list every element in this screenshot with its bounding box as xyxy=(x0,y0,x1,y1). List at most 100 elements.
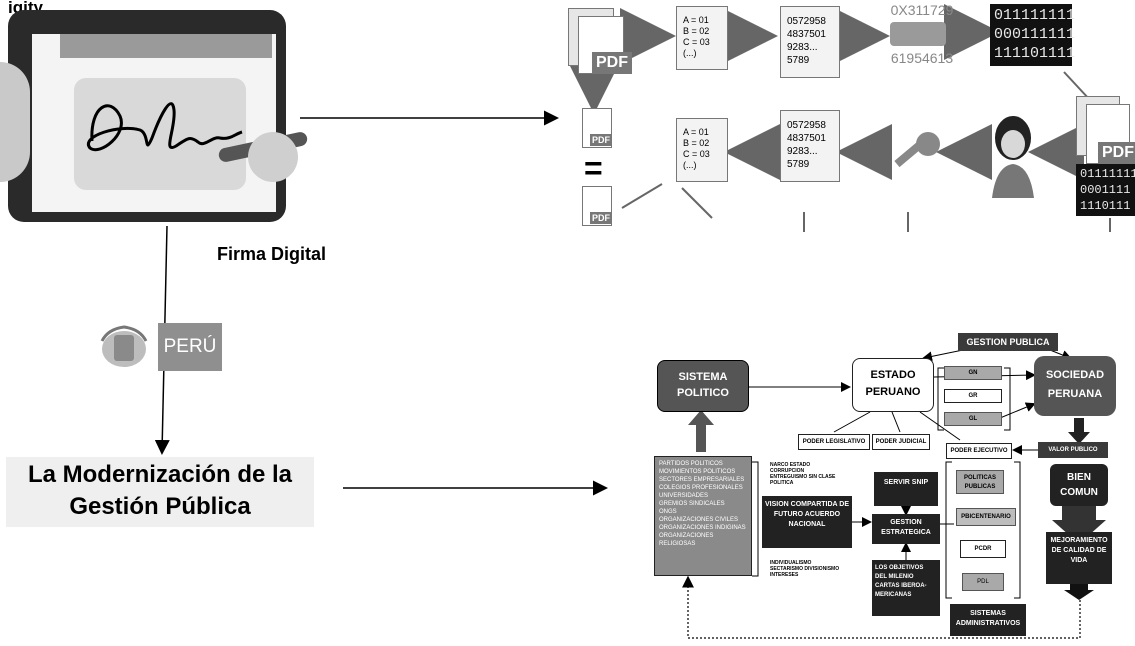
peru-logo-text: PERÚ xyxy=(158,323,222,371)
g-line-ep-pl xyxy=(833,411,871,433)
modernizacion-title: La Modernización de la Gestión Pública xyxy=(6,457,314,527)
narco-estado-text: NARCO ESTADO CORRUPCION ENTREGUISMO SIN … xyxy=(770,462,836,486)
key-icon xyxy=(894,132,940,168)
g-line-gp-ep xyxy=(922,349,964,362)
code-line: C = 03 xyxy=(683,149,710,159)
binary-line: 011111111 xyxy=(994,7,1076,24)
gestion-publica-box: GESTION PUBLICA xyxy=(958,333,1058,351)
vision-compartida-box: VISION COMPARTIDA DE FUTURO ACUERDO NACI… xyxy=(762,496,852,548)
modernizacion-title-line1: La Modernización de la xyxy=(27,461,293,488)
poder-ejecutivo-box: PODER EJECUTIVO xyxy=(946,443,1012,459)
pdf-document-icon-right: PDF xyxy=(1076,96,1135,166)
hash-line: 9283... xyxy=(787,42,818,53)
encoding-table-doc-verify: A = 01 B = 02 C = 03 (...) xyxy=(676,118,728,182)
hash-line: 5789 xyxy=(787,55,810,66)
actor-item: ORGANIZACIONES INDIGINAS xyxy=(659,525,746,531)
modernizacion-title-line2: Gestión Pública xyxy=(69,493,251,520)
pdf-tag: PDF xyxy=(1098,142,1135,164)
gr-box: GR xyxy=(944,389,1002,403)
g-bracket-plans xyxy=(945,461,952,599)
binary-line: 1110111 xyxy=(1080,199,1131,213)
code-line: A = 01 xyxy=(683,127,709,137)
pdf-small-icon-top: PDF xyxy=(578,108,616,154)
hex-value-top: 0X311729 xyxy=(890,2,954,18)
poder-judicial-box: PODER JUDICIAL xyxy=(872,434,930,450)
user-person-icon xyxy=(992,116,1034,198)
hash-doc-verify: 0572958 4837501 9283... 5789 xyxy=(780,110,840,182)
code-line: (...) xyxy=(683,160,697,170)
binary-block-top: 011111111 000111111 111101111 xyxy=(990,4,1076,66)
binary-line: 0001111 xyxy=(1080,183,1131,197)
sistemas-administrativos-box: SISTEMAS ADMINISTRATIVOS xyxy=(950,604,1026,636)
actor-item: ORGANIZACIONES RELIGIOSAS xyxy=(659,533,714,547)
code-line: A = 01 xyxy=(683,15,709,25)
hash-line: 0572958 xyxy=(787,120,826,131)
code-line: (...) xyxy=(683,48,697,58)
flow-tick-1 xyxy=(621,183,663,209)
mejoramiento-box: MEJORAMIENTO DE CALIDAD DE VIDA xyxy=(1046,532,1112,584)
hash-function-icon xyxy=(890,22,946,46)
servir-snip-box: SERVIR SNIP xyxy=(874,472,938,506)
tablet-header-bar xyxy=(60,34,272,58)
signature-stroke-icon xyxy=(86,102,243,152)
pdf-document-icon: PDF xyxy=(568,8,632,84)
estado-peruano-box: ESTADO PERUANO xyxy=(852,358,934,412)
actor-item: PARTIDOS POLITICOS xyxy=(659,461,723,467)
hex-value-bottom: 61954613 xyxy=(890,50,954,66)
left-hand-image xyxy=(0,62,30,182)
bien-comun-box: BIEN COMUN xyxy=(1050,464,1108,506)
gl-box: GL xyxy=(944,412,1002,426)
pcdr-box: PCDR xyxy=(960,540,1006,558)
actor-item: MOVIMIENTOS POLITICOS xyxy=(659,469,736,475)
actor-item: ORGANIZACIONES CIVILES xyxy=(659,517,739,523)
gestion-estrategica-box: GESTION ESTRATEGICA xyxy=(872,514,940,544)
g-arrow-mejor-down xyxy=(1064,584,1094,600)
g-arrow-sp-down xyxy=(1068,418,1090,444)
actors-list-box: PARTIDOS POLITICOS MOVIMIENTOS POLITICOS… xyxy=(654,456,752,576)
sistema-politico-box: SISTEMA POLITICO xyxy=(657,360,749,412)
pdf-tag: PDF xyxy=(590,134,612,146)
code-line: B = 02 xyxy=(683,26,710,36)
hash-line: 4837501 xyxy=(787,29,826,40)
actor-item: UNIVERSIDADES xyxy=(659,493,709,499)
g-line-gl-sp xyxy=(999,402,1036,419)
equals-sign: = xyxy=(584,150,603,186)
binary-line: 000111111 xyxy=(994,26,1076,43)
flow-tick-2 xyxy=(681,187,713,219)
code-line: B = 02 xyxy=(683,138,710,148)
binary-line: 111101111 xyxy=(994,45,1076,62)
pdf-tag: PDF xyxy=(592,52,632,74)
actor-item: SECTORES EMPRESARIALES xyxy=(659,477,745,483)
pdl-box: PDL xyxy=(962,573,1004,591)
gn-box: GN xyxy=(944,366,1002,380)
pbicentenario-box: PBICENTENARIO xyxy=(956,508,1016,526)
actor-item: GREMIOS SINDICALES xyxy=(659,501,725,507)
sociedad-peruana-box: SOCIEDAD PERUANA xyxy=(1034,356,1116,416)
g-line-ep-pj xyxy=(891,411,901,433)
politicas-publicas-box: POLITICAS PUBLICAS xyxy=(956,470,1004,494)
individualismo-text: INDIVIDUALISMO SECTARISMO DIVISIONISMO I… xyxy=(770,560,840,578)
encoding-table-doc: A = 01 B = 02 C = 03 (...) xyxy=(676,6,728,70)
g-bracket-actors xyxy=(752,461,759,577)
right-hand-image xyxy=(248,132,298,182)
pdf-small-icon-bottom: PDF xyxy=(578,186,616,232)
binary-block-right: 01111111 0001111 1110111 xyxy=(1076,164,1135,216)
g-bracket-plans-r xyxy=(1014,461,1021,599)
hash-line: 9283... xyxy=(787,146,818,157)
g-bracket-levels-r xyxy=(1004,367,1011,431)
binary-line: 01111111 xyxy=(1080,167,1135,181)
poder-legislativo-box: PODER LEGISLATIVO xyxy=(798,434,870,450)
actor-item: ONGS xyxy=(659,509,677,515)
code-line: C = 03 xyxy=(683,37,710,47)
actor-item: COLEGIOS PROFESIONALES xyxy=(659,485,743,491)
g-arrow-up xyxy=(688,410,714,452)
valor-publico-box: VALOR PUBLICO xyxy=(1038,442,1108,458)
hash-line: 4837501 xyxy=(787,133,826,144)
peru-coat-of-arms-icon xyxy=(100,325,148,367)
hash-line: 5789 xyxy=(787,159,810,170)
pdf-tag: PDF xyxy=(590,212,612,224)
hash-line: 0572958 xyxy=(787,16,826,27)
objetivos-milenio-box: LOS OBJETIVOS DEL MILENIO CARTAS IBEROA-… xyxy=(872,560,940,616)
hash-doc: 0572958 4837501 9283... 5789 xyxy=(780,6,840,78)
firma-digital-label: Firma Digital xyxy=(217,244,327,264)
